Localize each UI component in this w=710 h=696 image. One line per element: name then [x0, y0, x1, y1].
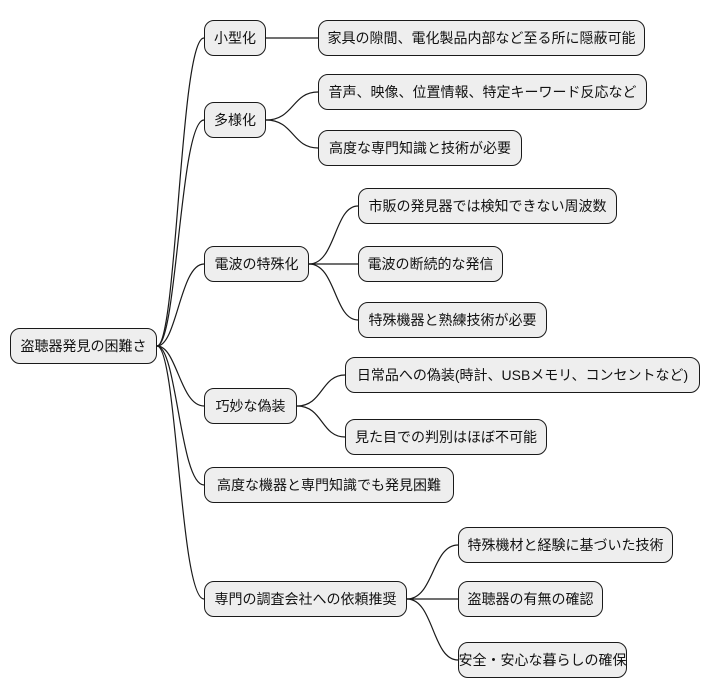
- edge-root-branch-5: [156, 345, 205, 486]
- leaf-node: 見た目での判別はほぼ不可能: [345, 419, 547, 455]
- leaf-node: 電波の断続的な発信: [358, 246, 503, 282]
- root-node: 盗聴器発見の困難さ: [10, 328, 157, 364]
- edge-root-branch-4: [156, 345, 205, 407]
- leaf-node: 高度な専門知識と技術が必要: [318, 130, 522, 166]
- branch-node-clever-disguise: 巧妙な偽装: [204, 388, 297, 424]
- edge-branch-6-leaf-3: [406, 598, 459, 661]
- branch-node-recommend-professional: 専門の調査会社への依頼推奨: [204, 581, 407, 617]
- leaf-node: 市販の発見器では検知できない周波数: [358, 188, 617, 224]
- edge-branch-2-leaf-1: [265, 91, 319, 121]
- leaf-node: 特殊機材と経験に基づいた技術: [458, 527, 673, 563]
- leaf-node: 音声、映像、位置情報、特定キーワード反応など: [318, 74, 647, 110]
- edge-branch-3-leaf-1: [308, 205, 359, 265]
- leaf-node: 安全・安心な暮らしの確保: [458, 642, 627, 678]
- branch-node-miniaturization: 小型化: [204, 20, 266, 56]
- edge-branch-4-leaf-1: [296, 374, 346, 407]
- branch-node-hard-even-with-equipment: 高度な機器と専門知識でも発見困難: [204, 467, 454, 503]
- edge-branch-4-leaf-2: [296, 405, 346, 438]
- edge-branch-3-leaf-3: [308, 263, 359, 321]
- branch-node-diversification: 多様化: [204, 102, 266, 138]
- edge-root-branch-1: [156, 37, 205, 347]
- branch-node-special-radio: 電波の特殊化: [204, 246, 309, 282]
- leaf-node: 日常品への偽装(時計、USBメモリ、コンセントなど): [345, 357, 700, 393]
- leaf-node: 特殊機器と熟練技術が必要: [358, 302, 547, 338]
- edge-root-branch-6: [156, 345, 205, 600]
- edge-branch-6-leaf-1: [406, 544, 459, 600]
- leaf-node: 家具の隙間、電化製品内部など至る所に隠蔽可能: [318, 20, 645, 56]
- edge-root-branch-2: [156, 119, 205, 347]
- edge-root-branch-3: [156, 263, 205, 347]
- leaf-node: 盗聴器の有無の確認: [458, 581, 603, 617]
- edge-branch-2-leaf-2: [265, 119, 319, 149]
